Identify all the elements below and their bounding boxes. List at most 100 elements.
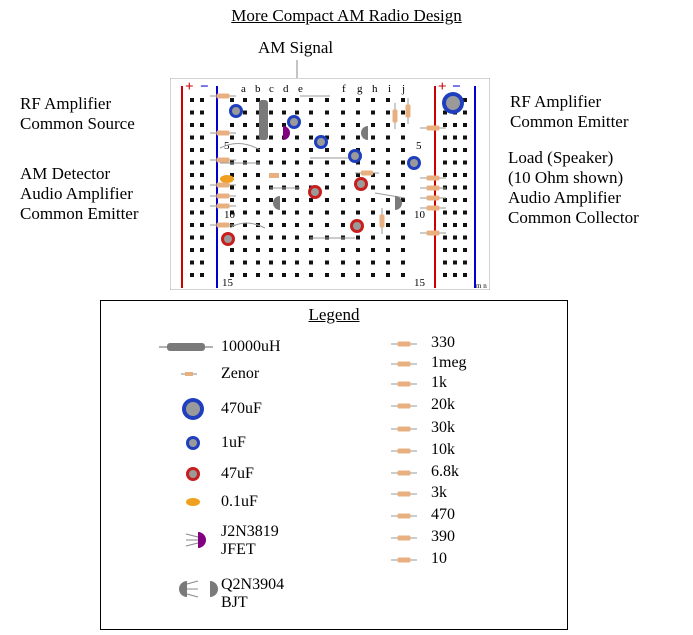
breadboard-hole xyxy=(200,173,204,177)
breadboard-hole xyxy=(256,248,260,252)
breadboard-hole xyxy=(356,235,360,240)
cap-1uf-icon-core xyxy=(189,439,197,447)
breadboard-hole xyxy=(356,273,360,277)
resistor-icon xyxy=(391,381,417,387)
breadboard-hole xyxy=(230,98,234,102)
cap-470uf-core xyxy=(446,96,460,110)
breadboard-hole xyxy=(200,160,204,165)
bjt-transistor-a xyxy=(361,126,368,140)
breadboard-hole xyxy=(243,148,247,152)
breadboard-hole xyxy=(463,148,467,152)
breadboard-hole xyxy=(190,160,194,165)
breadboard-hole xyxy=(325,110,329,115)
row-number-15-left: 15 xyxy=(222,277,234,289)
breadboard-hole xyxy=(371,210,375,215)
breadboard-hole xyxy=(282,210,286,215)
breadboard-hole xyxy=(269,123,273,127)
resistor-icon xyxy=(405,98,411,124)
legend-resistor-label: 1meg xyxy=(431,354,467,371)
breadboard-hole xyxy=(190,198,194,202)
breadboard-hole xyxy=(453,223,457,227)
rail-plus-label: + xyxy=(185,79,194,95)
rail-minus-label: − xyxy=(200,79,209,95)
cap-1uf-b-core xyxy=(290,118,298,126)
breadboard-hole xyxy=(463,173,467,177)
breadboard-hole xyxy=(230,248,234,252)
breadboard-hole xyxy=(453,173,457,177)
breadboard-hole xyxy=(295,248,299,252)
breadboard-hole xyxy=(243,173,247,177)
cap-01uf-icon xyxy=(186,498,200,506)
breadboard-hole xyxy=(463,110,467,115)
breadboard-hole xyxy=(386,148,390,152)
breadboard-hole xyxy=(309,248,313,252)
breadboard-hole xyxy=(401,148,405,152)
breadboard-hole xyxy=(401,173,405,177)
cap-47uf-d-core xyxy=(224,235,232,243)
breadboard-hole xyxy=(386,98,390,102)
breadboard-hole xyxy=(386,248,390,252)
breadboard-hole xyxy=(325,223,329,227)
col-letter-c: c xyxy=(269,83,274,95)
resistor-icon xyxy=(210,222,236,228)
breadboard-hole xyxy=(269,98,273,102)
breadboard-hole xyxy=(401,260,405,265)
legend-heading: Legend xyxy=(308,305,360,324)
breadboard-hole xyxy=(256,260,260,265)
breadboard-hole xyxy=(443,148,447,152)
breadboard-hole xyxy=(269,160,273,165)
breadboard-hole xyxy=(453,123,457,127)
breadboard-hole xyxy=(282,110,286,115)
resistor-icon xyxy=(420,185,446,191)
breadboard-hole xyxy=(371,110,375,115)
jfet-icon xyxy=(185,532,206,548)
breadboard-hole xyxy=(453,148,457,152)
resistor-icon xyxy=(210,203,236,209)
breadboard-hole xyxy=(325,98,329,102)
breadboard-hole xyxy=(443,223,447,227)
breadboard-hole xyxy=(401,185,405,190)
resistor-icon xyxy=(210,182,236,188)
breadboard-hole xyxy=(309,173,313,177)
breadboard-hole xyxy=(230,123,234,127)
breadboard-hole xyxy=(386,185,390,190)
row-number-10-right: 10 xyxy=(414,209,426,221)
breadboard-hole xyxy=(371,135,375,140)
breadboard-hole xyxy=(356,198,360,202)
breadboard-hole xyxy=(443,248,447,252)
breadboard-hole xyxy=(371,98,375,102)
breadboard-hole xyxy=(386,210,390,215)
legend-resistor-label: 10k xyxy=(431,441,455,458)
breadboard-hole xyxy=(371,173,375,177)
breadboard-hole xyxy=(295,223,299,227)
breadboard-hole xyxy=(356,160,360,165)
resistor-icon xyxy=(420,195,446,201)
breadboard-hole xyxy=(190,273,194,277)
legend-label-1uf: 1uF xyxy=(221,434,246,451)
label-load-speaker: Load (Speaker) (10 Ohm shown) Audio Ampl… xyxy=(508,148,639,227)
cap-47uf-icon-core xyxy=(189,470,197,478)
breadboard-hole xyxy=(309,110,313,115)
breadboard-hole xyxy=(463,185,467,190)
breadboard-hole xyxy=(256,98,260,102)
breadboard-hole xyxy=(341,135,345,140)
resistor-icon xyxy=(391,426,417,432)
breadboard-hole xyxy=(282,198,286,202)
breadboard-hole xyxy=(243,260,247,265)
breadboard-hole xyxy=(256,210,260,215)
breadboard-hole xyxy=(295,235,299,240)
col-letter-b: b xyxy=(255,83,261,95)
breadboard-hole xyxy=(401,235,405,240)
breadboard-hole xyxy=(401,160,405,165)
breadboard-hole xyxy=(401,273,405,277)
breadboard-hole xyxy=(453,210,457,215)
cap-1uf-c-core xyxy=(317,138,325,146)
breadboard-hole xyxy=(200,260,204,265)
breadboard-hole xyxy=(200,248,204,252)
zener-diode xyxy=(269,173,279,178)
breadboard-hole xyxy=(295,173,299,177)
label-rf-amp-source: RF Amplifier Common Source xyxy=(20,94,135,133)
breadboard-hole xyxy=(295,260,299,265)
cap-01uf xyxy=(220,175,234,183)
row-number-5-left: 5 xyxy=(224,140,230,152)
